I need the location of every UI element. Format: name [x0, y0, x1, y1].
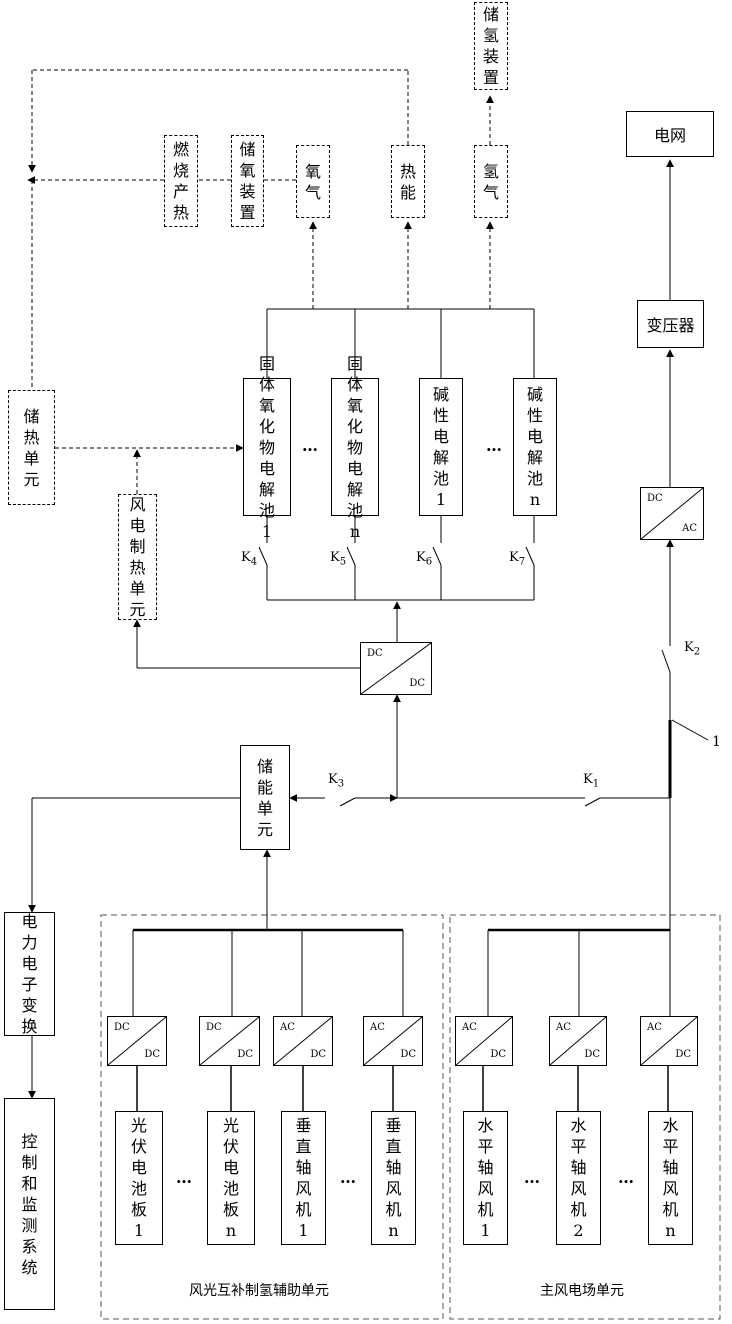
heat-energy-label: 热能: [398, 161, 417, 203]
pv-panel-1-label: 光伏电池板1: [129, 1115, 148, 1241]
line-1-label: 1: [712, 734, 721, 750]
oxygen-box: 氧气: [296, 145, 330, 218]
main-farm-caption: 主风电场单元: [540, 1280, 624, 1300]
k2-switch: [662, 650, 670, 672]
grid-label: 电网: [654, 122, 686, 146]
k3-label: K3: [328, 772, 344, 790]
ellipsis-vawt: …: [340, 1168, 357, 1187]
k4-label: K4: [241, 550, 257, 568]
hawt-1-label: 水平轴风机1: [476, 1115, 495, 1241]
heat-storage-box: 储热单元: [8, 390, 55, 505]
vawt-n-box: 垂直轴风机n: [371, 1111, 416, 1245]
ellipsis-soec: …: [302, 436, 319, 455]
soec-n-label: 固体氧化物电解池n: [345, 353, 364, 542]
ellipsis-hawt-b: …: [618, 1168, 635, 1187]
aux-unit-caption: 风光互补制氢辅助单元: [189, 1280, 329, 1300]
transformer-box: 变压器: [637, 300, 704, 348]
vawt1-converter: ACDC: [273, 1016, 333, 1066]
hawt-2-box: 水平轴风机2: [556, 1111, 601, 1245]
hawt2-converter: ACDC: [549, 1016, 607, 1066]
dcac-main-converter: DCAC: [640, 487, 704, 540]
combustion-heat-label: 燃烧产热: [171, 139, 190, 223]
hawt-n-label: 水平轴风机n: [661, 1115, 680, 1241]
wind-heating-box: 风电制热单元: [118, 494, 157, 620]
ellipsis-hawt-a: …: [524, 1168, 541, 1187]
energy-storage-box: 储能单元: [240, 745, 290, 850]
ellipsis-pv: …: [176, 1168, 193, 1187]
vawt-1-label: 垂直轴风机1: [294, 1115, 313, 1241]
power-electronics-box: 电力电子变换: [4, 912, 55, 1036]
hawt-2-label: 水平轴风机2: [569, 1115, 588, 1241]
alkaline-1-box: 碱性电解池1: [419, 378, 463, 516]
vawt-1-box: 垂直轴风机1: [281, 1111, 326, 1245]
hawt-n-box: 水平轴风机n: [648, 1111, 693, 1245]
hawt1-converter: ACDC: [455, 1016, 513, 1066]
control-monitoring-label: 控制和监测系统: [20, 1131, 39, 1278]
combustion-heat-box: 燃烧产热: [164, 135, 198, 227]
pvn-converter: DCDC: [199, 1016, 260, 1066]
pv-panel-1-box: 光伏电池板1: [115, 1111, 163, 1245]
wind-heating-label: 风电制热单元: [128, 494, 147, 620]
soec-n-box: 固体氧化物电解池n: [331, 378, 379, 516]
vawtn-converter: ACDC: [363, 1016, 423, 1066]
ellipsis-alkaline: …: [486, 436, 503, 455]
line-1-leader: [672, 720, 708, 740]
alkaline-1-label: 碱性电解池1: [431, 384, 450, 510]
heat-energy-box: 热能: [391, 145, 425, 218]
pv-panel-n-label: 光伏电池板n: [221, 1115, 240, 1241]
pv1-converter: DCDC: [107, 1016, 167, 1066]
control-monitoring-box: 控制和监测系统: [4, 1098, 55, 1310]
hawt-1-box: 水平轴风机1: [463, 1111, 508, 1245]
power-electronics-label: 电力电子变换: [20, 911, 39, 1037]
hydrogen-storage-box: 储氢装置: [474, 2, 508, 90]
k5-label: K5: [330, 550, 346, 568]
hydrogen-box: 氢气: [474, 145, 508, 218]
soec-1-label: 固体氧化物电解池1: [257, 353, 276, 542]
hydrogen-storage-label: 储氢装置: [481, 4, 500, 88]
k1-switch: [585, 798, 600, 806]
heat-storage-label: 储热单元: [22, 406, 41, 490]
oxygen-label: 氧气: [303, 161, 322, 203]
alkaline-n-box: 碱性电解池n: [513, 378, 557, 516]
grid-box: 电网: [626, 111, 714, 157]
alkaline-n-label: 碱性电解池n: [525, 384, 544, 510]
k2-label: K2: [684, 640, 700, 658]
k3-switch: [340, 798, 355, 806]
oxygen-storage-label: 储氧装置: [238, 139, 257, 223]
soec-1-box: 固体氧化物电解池1: [243, 378, 291, 516]
k1-label: K1: [583, 772, 599, 790]
transformer-label: 变压器: [646, 312, 694, 336]
energy-storage-label: 储能单元: [255, 756, 274, 840]
hydrogen-label: 氢气: [481, 161, 500, 203]
hawtn-converter: ACDC: [640, 1016, 698, 1066]
oxygen-storage-box: 储氧装置: [231, 135, 264, 227]
k6-label: K6: [416, 550, 432, 568]
vawt-n-label: 垂直轴风机n: [384, 1115, 403, 1241]
k7-label: K7: [509, 550, 525, 568]
dcdc-mid-converter: DCDC: [360, 642, 432, 695]
pv-panel-n-box: 光伏电池板n: [207, 1111, 255, 1245]
